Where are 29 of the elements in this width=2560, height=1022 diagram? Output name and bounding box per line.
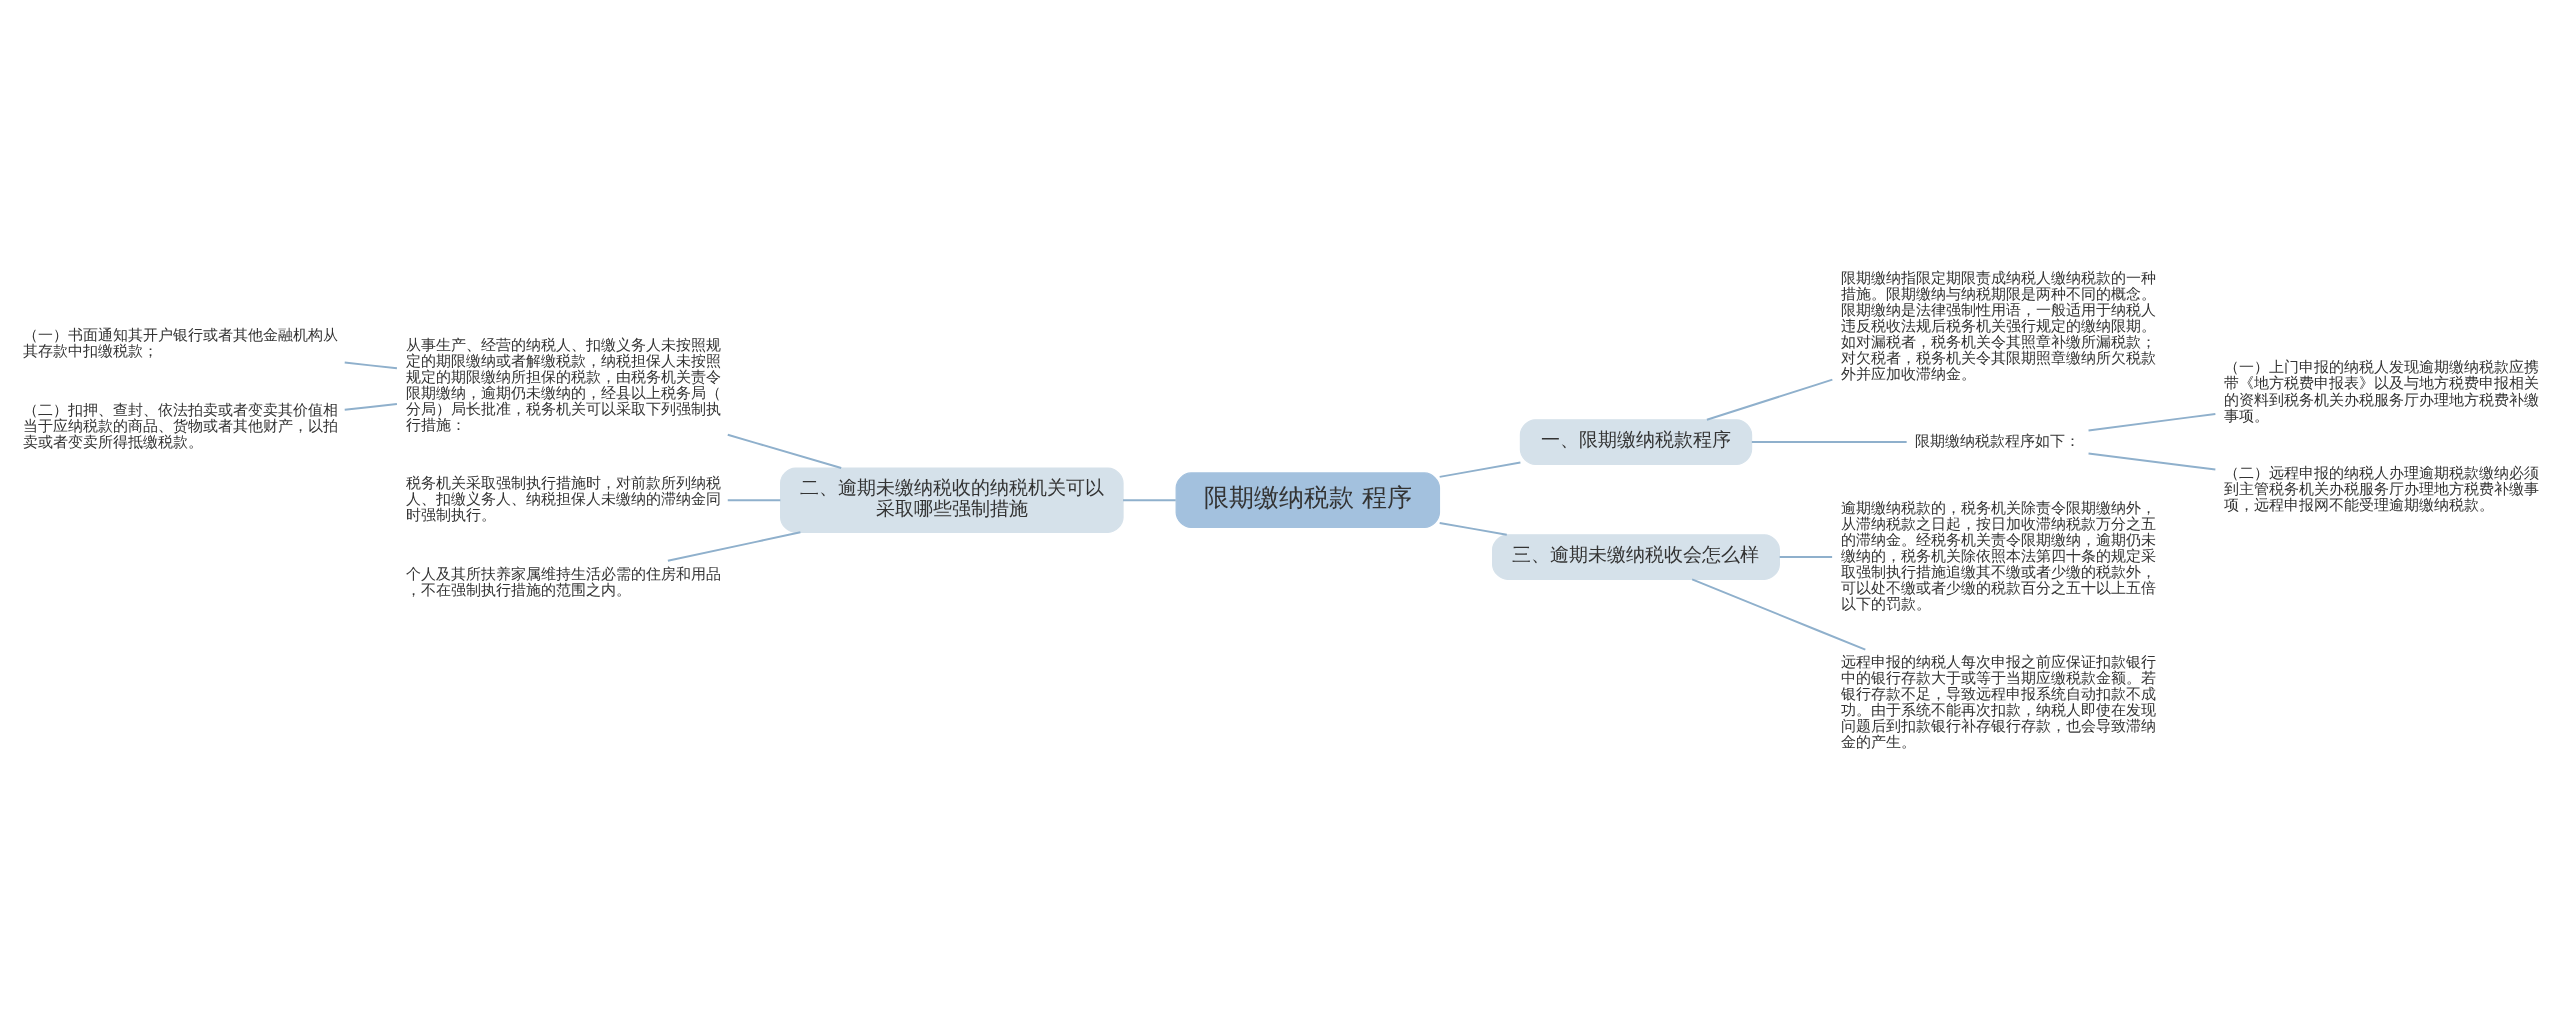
connector	[1750, 441, 1908, 444]
connector	[726, 499, 782, 502]
connector	[1438, 461, 1522, 478]
connector	[1691, 578, 1867, 651]
node-text: （一）上门申报的纳税人发现逾期缴纳税款应携带《地方税费申报表》以及与地方税费申报相关的资料到税务机关办税服务厅办理地方税费补缴事项。	[2224, 358, 2540, 424]
node-text: 远程申报的纳税人每次申报之前应保证扣款银行中的银行存款大于或等于当期应缴税款金额。若银行存款不足，导致远程申报系统自动扣款不成功。由于系统不能再次扣款，纳税人即使在发现问题后到扣款银行补存银行存款，也会导致滞纳金的产生。	[1841, 652, 2157, 750]
node-text: 个人及其所扶养家属维持生活必需的住房和用品，不在强制执行措施的范围之内。	[406, 564, 722, 598]
node-box: 三、逾期未缴纳税收会怎么样	[1492, 534, 1780, 580]
connector	[2087, 452, 2217, 471]
node-text: （一）书面通知其开户银行或者其他金融机构从其存款中扣缴税款；	[22, 326, 338, 360]
connector	[2087, 412, 2217, 432]
node-text: 限期缴纳指限定期限责成纳税人缴纳税款的一种措施。限期缴纳与纳税期限是两种不同的概念。限期缴纳是法律强制性用语，一般适用于纳税人违反税收法规后税务机关强行规定的缴纳限期。如对漏税者，税务机关令其照章补缴所漏税款；对欠税者，税务机关令其限期照章缴纳所欠税款外并应加收滞纳金。	[1841, 268, 2157, 383]
node-text: 从事生产、经营的纳税人、扣缴义务人未按照规定的期限缴纳或者解缴税款，纳税担保人未按照规定的期限缴纳所担保的税款，由税务机关责令限期缴纳，逾期仍未缴纳的，经县以上税务局（分局）局长批准，税务机关可以采取下列强制执行措施：	[406, 336, 722, 434]
connector	[1438, 522, 1508, 536]
node-text: 逾期缴纳税款的，税务机关除责令限期缴纳外，从滞纳税款之日起，按日加收滞纳税款万分之五的滞纳金。经税务机关责令限期缴纳，逾期仍未缴纳的，税务机关除依照本法第四十条的规定采取强制执行措施追缴其不缴或者少缴的税款外，可以处不缴或者少缴的税款百分之五十以上五倍以下的罚款。	[1841, 498, 2157, 613]
connector	[726, 433, 843, 469]
node-text: 税务机关采取强制执行措施时，对前款所列纳税人、扣缴义务人、纳税担保人未缴纳的滞纳金同时强制执行。	[406, 473, 722, 524]
node-text: （二）远程申报的纳税人办理逾期税款缴纳必须到主管税务机关办税服务厅办理地方税费补缴事项，远程申报网不能受理逾期缴纳税款。	[2224, 464, 2540, 514]
connector	[1705, 378, 1834, 421]
connector	[666, 531, 802, 562]
node-box: 一、限期缴纳税款程序	[1519, 419, 1753, 465]
node-text: 限期缴纳税款程序如下：	[1915, 431, 2081, 449]
connector	[343, 403, 398, 411]
node-box: 限期缴纳税款 程序	[1175, 472, 1441, 528]
connector	[343, 361, 398, 370]
connector	[1778, 556, 1834, 559]
connector	[1122, 499, 1177, 502]
node-text: （二）扣押、查封、依法拍卖或者变卖其价值相当于应纳税款的商品、货物或者其他财产，以拍卖或者变卖所得抵缴税款。	[22, 401, 338, 451]
node-box: 二、逾期未缴纳税收的纳税机关可以采取哪些强制措施	[780, 467, 1124, 533]
